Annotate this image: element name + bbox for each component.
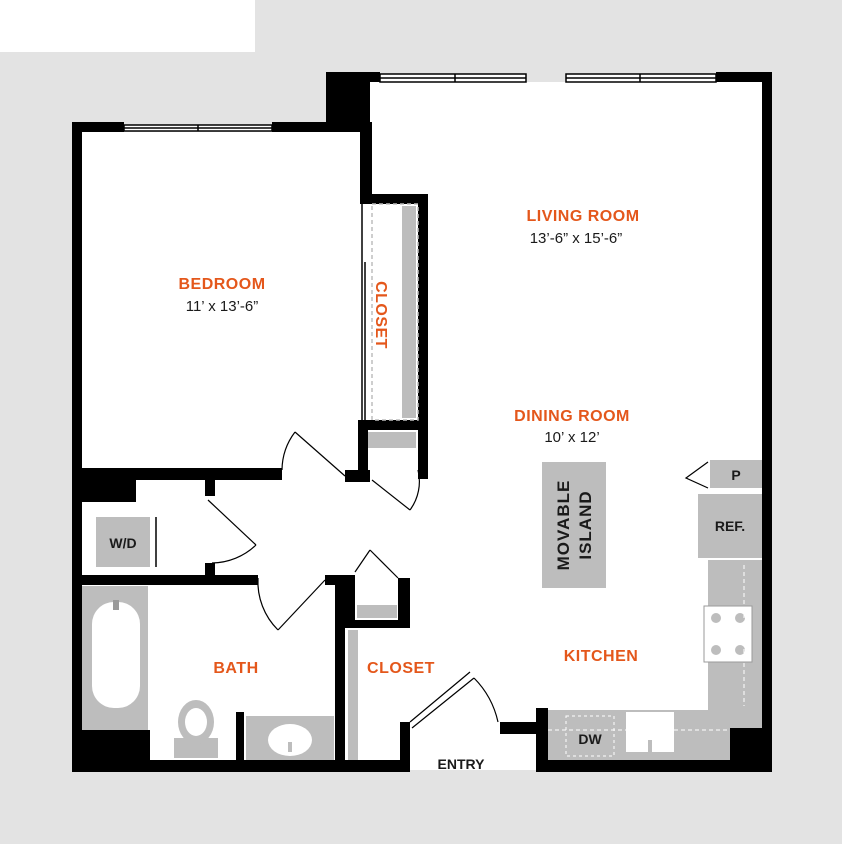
living-room-label: LIVING ROOM	[526, 208, 639, 225]
entry-label: ENTRY	[438, 756, 486, 772]
bathtub-basin	[92, 602, 140, 708]
bedroom-dims: 11’ x 13’-6”	[186, 298, 259, 315]
island-label-line2: ISLAND	[576, 490, 595, 559]
tub-faucet-icon	[113, 600, 119, 610]
kitchen-label: KITCHEN	[564, 648, 639, 665]
bedroom-label: BEDROOM	[178, 276, 265, 293]
closet-shelf	[402, 206, 416, 418]
movable-island	[542, 462, 606, 588]
toilet-icon	[174, 700, 218, 758]
dishwasher-label: DW	[578, 731, 602, 747]
entry-closet-rod	[348, 630, 358, 760]
living-room-dims: 13’-6” x 15’-6”	[530, 230, 623, 247]
stove-icon	[703, 605, 753, 663]
dishwasher	[565, 715, 615, 757]
entry-closet-shelf	[357, 605, 397, 618]
sink-icon	[268, 724, 312, 756]
background-notch	[0, 0, 255, 52]
dining-room-dims: 10’ x 12’	[544, 429, 599, 446]
entry-closet-label: CLOSET	[367, 660, 435, 677]
pantry-label: P	[731, 467, 740, 483]
washer-dryer	[96, 517, 150, 567]
refrigerator-label: REF.	[715, 518, 745, 534]
dining-room-label: DINING ROOM	[514, 408, 630, 425]
pantry	[710, 460, 762, 488]
bath-label: BATH	[213, 660, 258, 677]
bedroom-closet-label: CLOSET	[372, 281, 389, 349]
kitchen-faucet	[648, 740, 652, 752]
floor-area	[80, 82, 762, 770]
island-label-line1: MOVABLE	[554, 480, 573, 571]
linen-shelf	[368, 432, 416, 448]
sink-faucet	[288, 742, 292, 752]
windows	[123, 73, 717, 132]
walls	[72, 72, 772, 772]
door-swings	[207, 431, 709, 729]
washer-dryer-label: W/D	[109, 535, 136, 551]
refrigerator	[698, 494, 762, 558]
